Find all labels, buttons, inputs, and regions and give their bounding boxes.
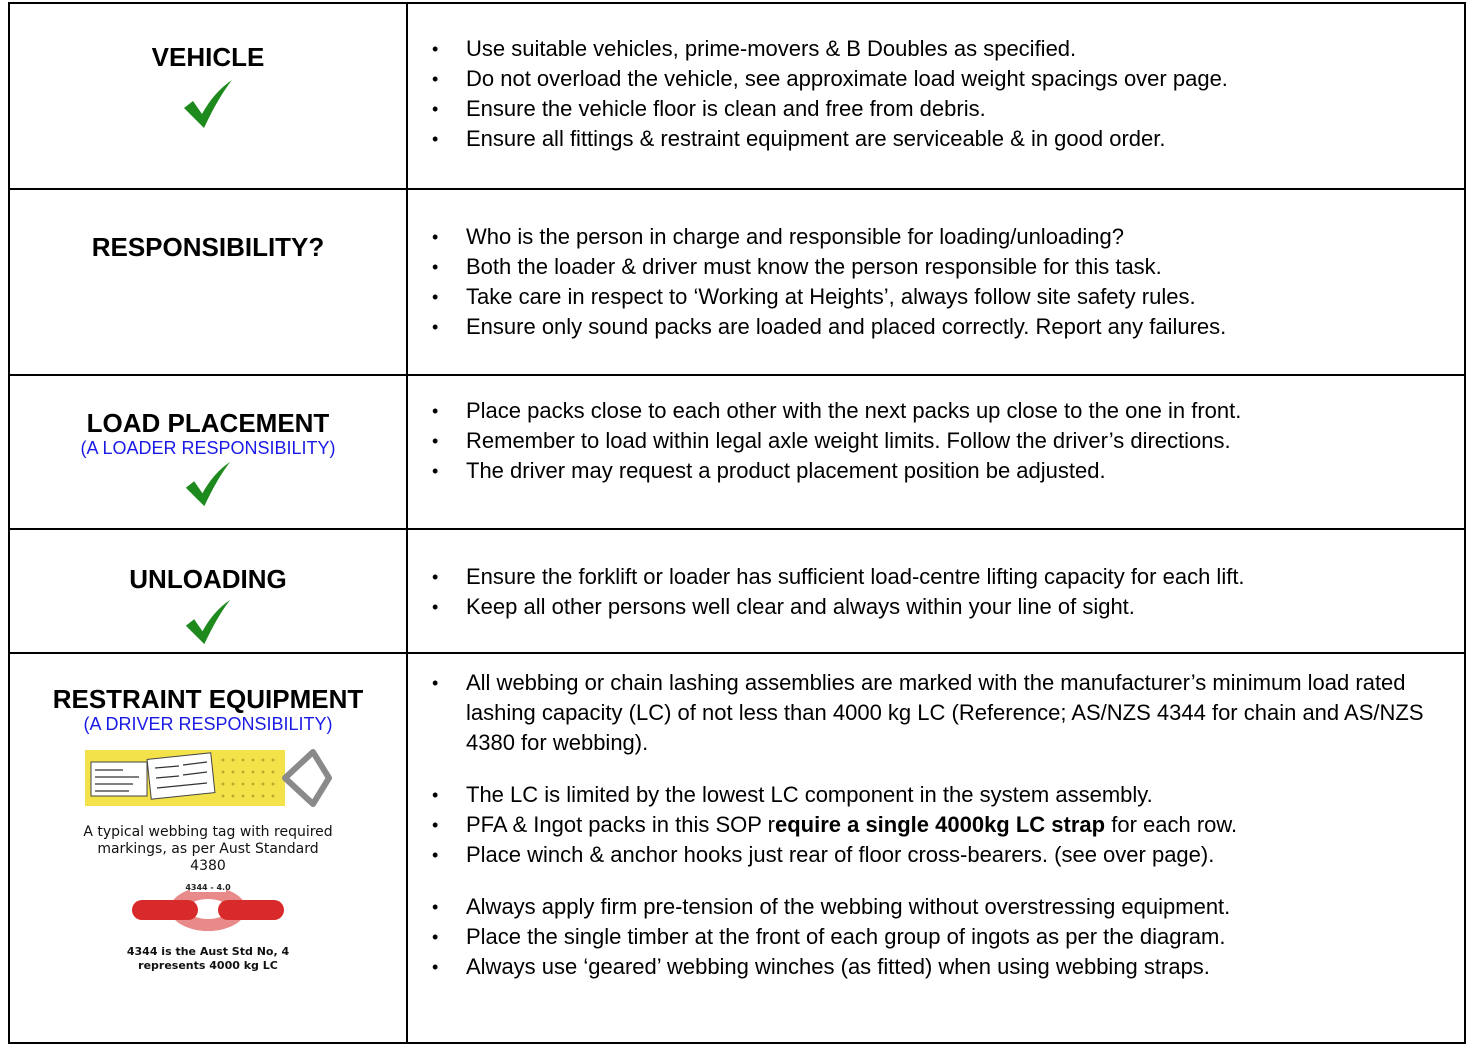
row-responsibility: RESPONSIBILITY? Who is the person in cha… <box>8 188 1466 376</box>
bullet-item: PFA & Ingot packs in this SOP require a … <box>432 810 1464 840</box>
row-heading-cell: RESPONSIBILITY? <box>8 188 408 376</box>
bullet-item: Both the loader & driver must know the p… <box>432 252 1464 282</box>
bullet-list: The LC is limited by the lowest LC compo… <box>432 780 1464 870</box>
bullet-list: Who is the person in charge and responsi… <box>432 222 1464 342</box>
row-subheading: (A DRIVER RESPONSIBILITY) <box>83 714 333 734</box>
check-mark-icon <box>185 599 231 645</box>
chain-caption: 4344 is the Aust Std No, 4 represents 40… <box>126 945 290 972</box>
row-heading: VEHICLE <box>151 42 265 72</box>
bullet-item: Use suitable vehicles, prime-movers & B … <box>432 34 1464 64</box>
bullet-text: PFA & Ingot packs in this SOP r <box>466 812 775 837</box>
webbing-tag-caption: A typical webbing tag with required mark… <box>83 824 333 874</box>
sop-table: VEHICLE Use suitable vehicles, prime-mov… <box>8 2 1466 1044</box>
bullet-item: Place winch & anchor hooks just rear of … <box>432 840 1464 870</box>
row-bullets-cell: All webbing or chain lashing assemblies … <box>406 652 1466 1044</box>
bullet-item: Ensure only sound packs are loaded and p… <box>432 312 1464 342</box>
row-heading: UNLOADING <box>129 564 287 594</box>
bullet-item: Take care in respect to ‘Working at Heig… <box>432 282 1464 312</box>
row-bullets-cell: Who is the person in charge and responsi… <box>406 188 1466 376</box>
row-subheading: (A LOADER RESPONSIBILITY) <box>80 438 336 458</box>
row-heading: RESTRAINT EQUIPMENT <box>52 684 364 714</box>
row-unloading: UNLOADING Ensure the forklift or loader … <box>8 528 1466 654</box>
bullet-item: Always use ‘geared’ webbing winches (as … <box>432 952 1464 982</box>
check-mark-icon <box>184 80 232 128</box>
row-restraint-equipment: RESTRAINT EQUIPMENT (A DRIVER RESPONSIBI… <box>8 652 1466 1044</box>
bullet-item: Do not overload the vehicle, see approxi… <box>432 64 1464 94</box>
row-heading-cell: VEHICLE <box>8 2 408 190</box>
row-vehicle: VEHICLE Use suitable vehicles, prime-mov… <box>8 2 1466 190</box>
row-heading-cell: RESTRAINT EQUIPMENT (A DRIVER RESPONSIBI… <box>8 652 408 1044</box>
bullet-item: Always apply firm pre-tension of the web… <box>432 892 1464 922</box>
bullet-list: Ensure the forklift or loader has suffic… <box>432 562 1464 622</box>
bullet-item: Ensure all fittings & restraint equipmen… <box>432 124 1464 154</box>
bullet-list: Use suitable vehicles, prime-movers & B … <box>432 34 1464 154</box>
row-bullets-cell: Use suitable vehicles, prime-movers & B … <box>406 2 1466 190</box>
row-heading: LOAD PLACEMENT <box>86 408 330 438</box>
row-bullets-cell: Place packs close to each other with the… <box>406 374 1466 530</box>
row-bullets-cell: Ensure the forklift or loader has suffic… <box>406 528 1466 654</box>
row-heading: RESPONSIBILITY? <box>91 232 325 262</box>
bullet-item: Who is the person in charge and responsi… <box>432 222 1464 252</box>
bullet-item: Ensure the vehicle floor is clean and fr… <box>432 94 1464 124</box>
bullet-item: Place packs close to each other with the… <box>432 396 1464 426</box>
check-mark-icon <box>185 461 231 507</box>
bullet-list: Place packs close to each other with the… <box>432 396 1464 486</box>
bullet-item: All webbing or chain lashing assemblies … <box>432 668 1464 758</box>
bullet-text-bold: equire a single 4000kg LC strap <box>774 812 1106 837</box>
chain-tag-label: 4344 - 4.0 <box>185 883 231 892</box>
bullet-item: Keep all other persons well clear and al… <box>432 592 1464 622</box>
row-heading-cell: LOAD PLACEMENT (A LOADER RESPONSIBILITY) <box>8 374 408 530</box>
bullet-item: Remember to load within legal axle weigh… <box>432 426 1464 456</box>
row-load-placement: LOAD PLACEMENT (A LOADER RESPONSIBILITY)… <box>8 374 1466 530</box>
chain-image: 4344 - 4.0 <box>132 882 284 931</box>
webbing-tag-image <box>85 749 332 807</box>
bullet-text: for each row. <box>1105 812 1238 837</box>
bullet-list: All webbing or chain lashing assemblies … <box>432 668 1464 758</box>
bullet-item: The driver may request a product placeme… <box>432 456 1464 486</box>
bullet-list: Always apply firm pre-tension of the web… <box>432 892 1464 982</box>
bullet-item: Place the single timber at the front of … <box>432 922 1464 952</box>
bullet-item: Ensure the forklift or loader has suffic… <box>432 562 1464 592</box>
row-heading-cell: UNLOADING <box>8 528 408 654</box>
bullet-item: The LC is limited by the lowest LC compo… <box>432 780 1464 810</box>
